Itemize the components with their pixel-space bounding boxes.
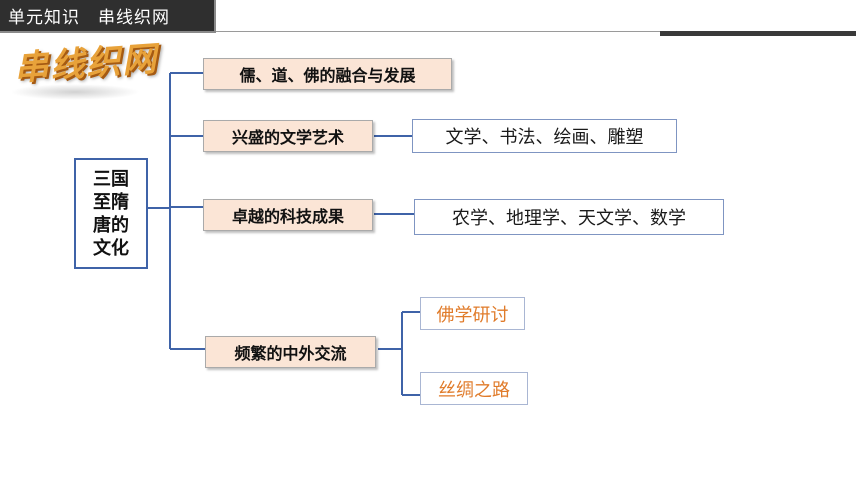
detail-label-science: 农学、地理学、天文学、数学 bbox=[452, 208, 686, 229]
topic-node-2: 兴盛的文学艺术 bbox=[203, 120, 373, 152]
section-title: 单元知识 bbox=[8, 8, 80, 28]
topic-label-2: 兴盛的文学艺术 bbox=[231, 128, 344, 147]
topic-node-3: 卓越的科技成果 bbox=[203, 199, 373, 231]
topic-label-4: 频繁的中外交流 bbox=[234, 344, 347, 363]
detail-label-literature-arts: 文学、书法、绘画、雕塑 bbox=[445, 127, 644, 148]
header-divider bbox=[216, 31, 856, 32]
topic-label-1: 儒、道、佛的融合与发展 bbox=[239, 66, 416, 85]
topic-label-3: 卓越的科技成果 bbox=[231, 207, 344, 226]
root-label: 三国至隋唐的文化 bbox=[93, 168, 129, 259]
topic-node-1: 儒、道、佛的融合与发展 bbox=[203, 58, 452, 90]
section-subtitle: 串线织网 bbox=[98, 8, 170, 28]
section-header-tab: 单元知识 串线织网 bbox=[0, 0, 216, 33]
detail-label-silk-road: 丝绸之路 bbox=[438, 379, 510, 401]
logo-shadow bbox=[10, 84, 140, 100]
topic-node-4: 频繁的中外交流 bbox=[205, 336, 376, 368]
header-accent-bar bbox=[660, 31, 856, 36]
detail-node-silk-road: 丝绸之路 bbox=[420, 372, 528, 405]
detail-node-science: 农学、地理学、天文学、数学 bbox=[414, 199, 724, 235]
detail-node-buddhism-study: 佛学研讨 bbox=[420, 297, 525, 330]
detail-node-literature-arts: 文学、书法、绘画、雕塑 bbox=[412, 119, 677, 153]
root-node: 三国至隋唐的文化 bbox=[74, 158, 148, 269]
detail-label-buddhism-study: 佛学研讨 bbox=[436, 304, 509, 326]
